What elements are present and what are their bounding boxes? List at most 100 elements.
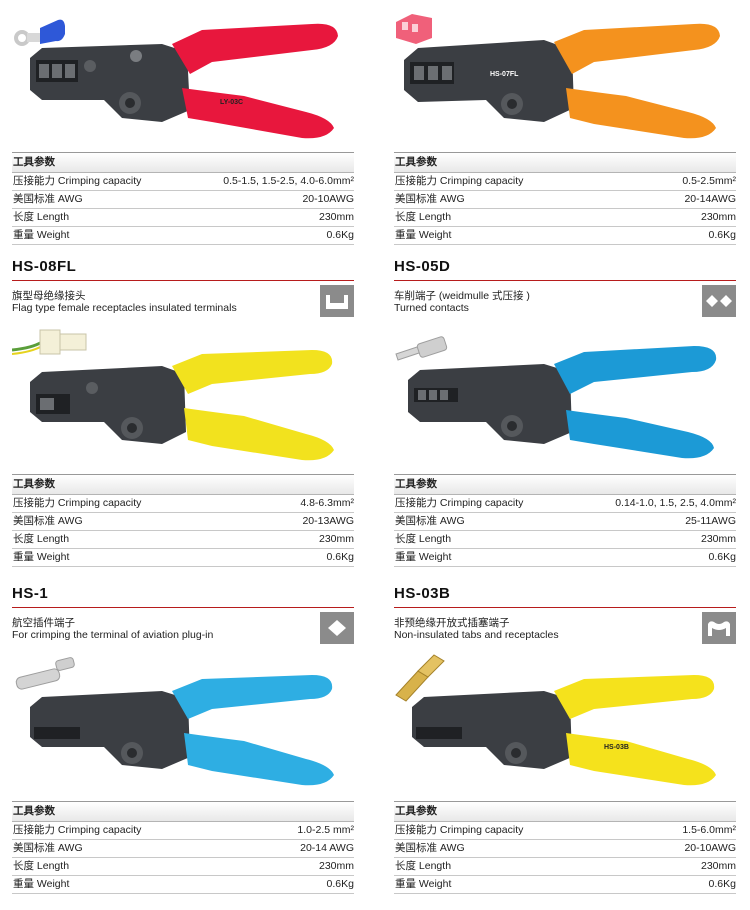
crimper-photo [395,336,717,459]
length-value: 230mm [700,211,736,223]
ring-terminal-image [14,19,65,46]
description-cn: 旗型母绝缘接头 [12,290,86,302]
flag-terminal-image [396,14,432,44]
flag-wire-terminal-image [12,329,87,355]
product-card-hs-1: HS-1 航空插件端子 For crimping the terminal of… [12,585,354,895]
aviation-pin-image [15,657,75,690]
weight-value: 0.6Kg [326,878,354,890]
description-cn: 非预绝缘开放式插塞端子 [394,617,510,629]
title-divider [394,607,736,608]
weight-value: 0.6Kg [708,551,736,563]
crimper-photo [15,657,334,786]
capacity-value: 1.5-6.0mm² [682,824,736,836]
title-divider [394,280,736,281]
crimper-photo: LY-03C [14,19,338,139]
product-card-hs-08fl: HS-08FL 旗型母绝缘接头 Flag type female recepta… [12,258,354,568]
description-en: For crimping the terminal of aviation pl… [12,629,214,641]
table-header: 工具参数 [394,152,736,173]
model-title: HS-03B [394,585,451,602]
capacity-value: 1.0-2.5 mm² [297,824,354,836]
awg-value: 20-10AWG [684,842,736,854]
length-value: 230mm [318,533,354,545]
diamond-icon [320,612,354,644]
arch-icon [702,612,736,644]
length-value: 230mm [700,533,736,545]
tab-terminal-image [395,654,445,702]
crimper-photo: HS-03B [395,654,716,786]
length-value: 230mm [700,860,736,872]
table-header: 工具参数 [12,152,354,173]
description-en: Non-insulated tabs and receptacles [394,629,559,641]
capacity-value: 4.8-6.3mm² [300,497,354,509]
weight-value: 0.6Kg [708,878,736,890]
description-cn: 车削端子 (weidmulle 式压接 ) [394,290,530,302]
awg-value: 20-14AWG [684,193,736,205]
length-value: 230mm [318,211,354,223]
product-card-hs-03b: HS-03B 非预绝缘开放式插塞端子 Non-insulated tabs an… [394,585,736,895]
tool-engraving: HS-03B [604,744,629,751]
table-header: 工具参数 [12,474,354,495]
tool-engraving: HS-07FL [490,71,519,78]
product-card-hs-05d: HS-05D 车削端子 (weidmulle 式压接 ) Turned cont… [394,258,736,568]
model-title: HS-08FL [12,258,77,275]
crimper-photo: HS-07FL [396,14,720,139]
awg-value: 20-10AWG [302,193,354,205]
awg-value: 20-14 AWG [300,842,354,854]
turned-pin-image [395,336,448,361]
capacity-value: 0.5-2.5mm² [682,175,736,187]
description-en: Turned contacts [394,302,469,314]
description-en: Flag type female receptacles insulated t… [12,302,237,314]
capacity-value: 0.14-1.0, 1.5, 2.5, 4.0mm² [615,497,736,509]
model-title: HS-1 [12,585,49,602]
table-header: 工具参数 [394,474,736,495]
capacity-value: 0.5-1.5, 1.5-2.5, 4.0-6.0mm² [223,175,354,187]
tool-engraving: LY-03C [220,99,243,106]
weight-value: 0.6Kg [708,229,736,241]
description-cn: 航空插件端子 [12,617,75,629]
table-header: 工具参数 [394,801,736,822]
awg-value: 25-11AWG [685,515,736,527]
title-divider [12,607,354,608]
model-title: HS-05D [394,258,451,275]
table-header: 工具参数 [12,801,354,822]
weight-value: 0.6Kg [326,229,354,241]
notch-up-icon [320,285,354,317]
awg-value: 20-13AWG [302,515,354,527]
weight-value: 0.6Kg [326,551,354,563]
crimper-photo [12,329,334,461]
double-diamond-icon [702,285,736,317]
title-divider [12,280,354,281]
